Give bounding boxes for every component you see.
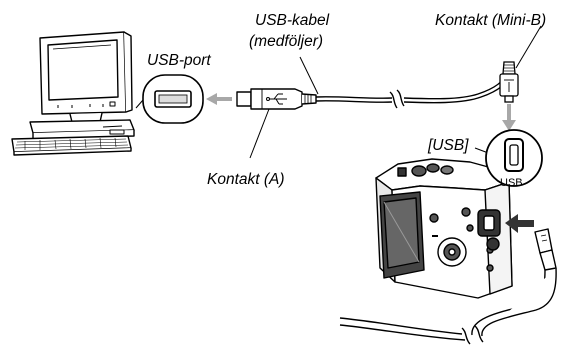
usb-port-callout bbox=[135, 74, 204, 124]
camera-illustration bbox=[375, 158, 513, 299]
connector-mini-b-label: Kontakt (Mini-B) bbox=[435, 12, 546, 29]
usb-a-connector bbox=[236, 88, 317, 110]
usb-cable-label-line2: (medföljer) bbox=[249, 33, 323, 50]
usb-port-label: USB-port bbox=[147, 52, 211, 69]
leader-lines bbox=[249, 25, 542, 161]
arrow-into-camera-port bbox=[505, 214, 534, 233]
arrow-to-usb-port bbox=[206, 93, 232, 105]
usb-mini-b-connector bbox=[499, 61, 519, 103]
computer-illustration bbox=[11, 31, 135, 156]
usb-cable bbox=[315, 71, 512, 109]
usb-bracket-label: [USB] bbox=[427, 137, 469, 154]
arrow-to-camera bbox=[502, 104, 516, 131]
camera-usb-callout bbox=[485, 129, 543, 187]
usb-cable-label-line1: USB-kabel bbox=[255, 12, 330, 29]
usb-port-mark-label: USB bbox=[500, 177, 523, 189]
connector-a-label: Kontakt (A) bbox=[207, 171, 285, 188]
camera-cable bbox=[339, 228, 557, 345]
